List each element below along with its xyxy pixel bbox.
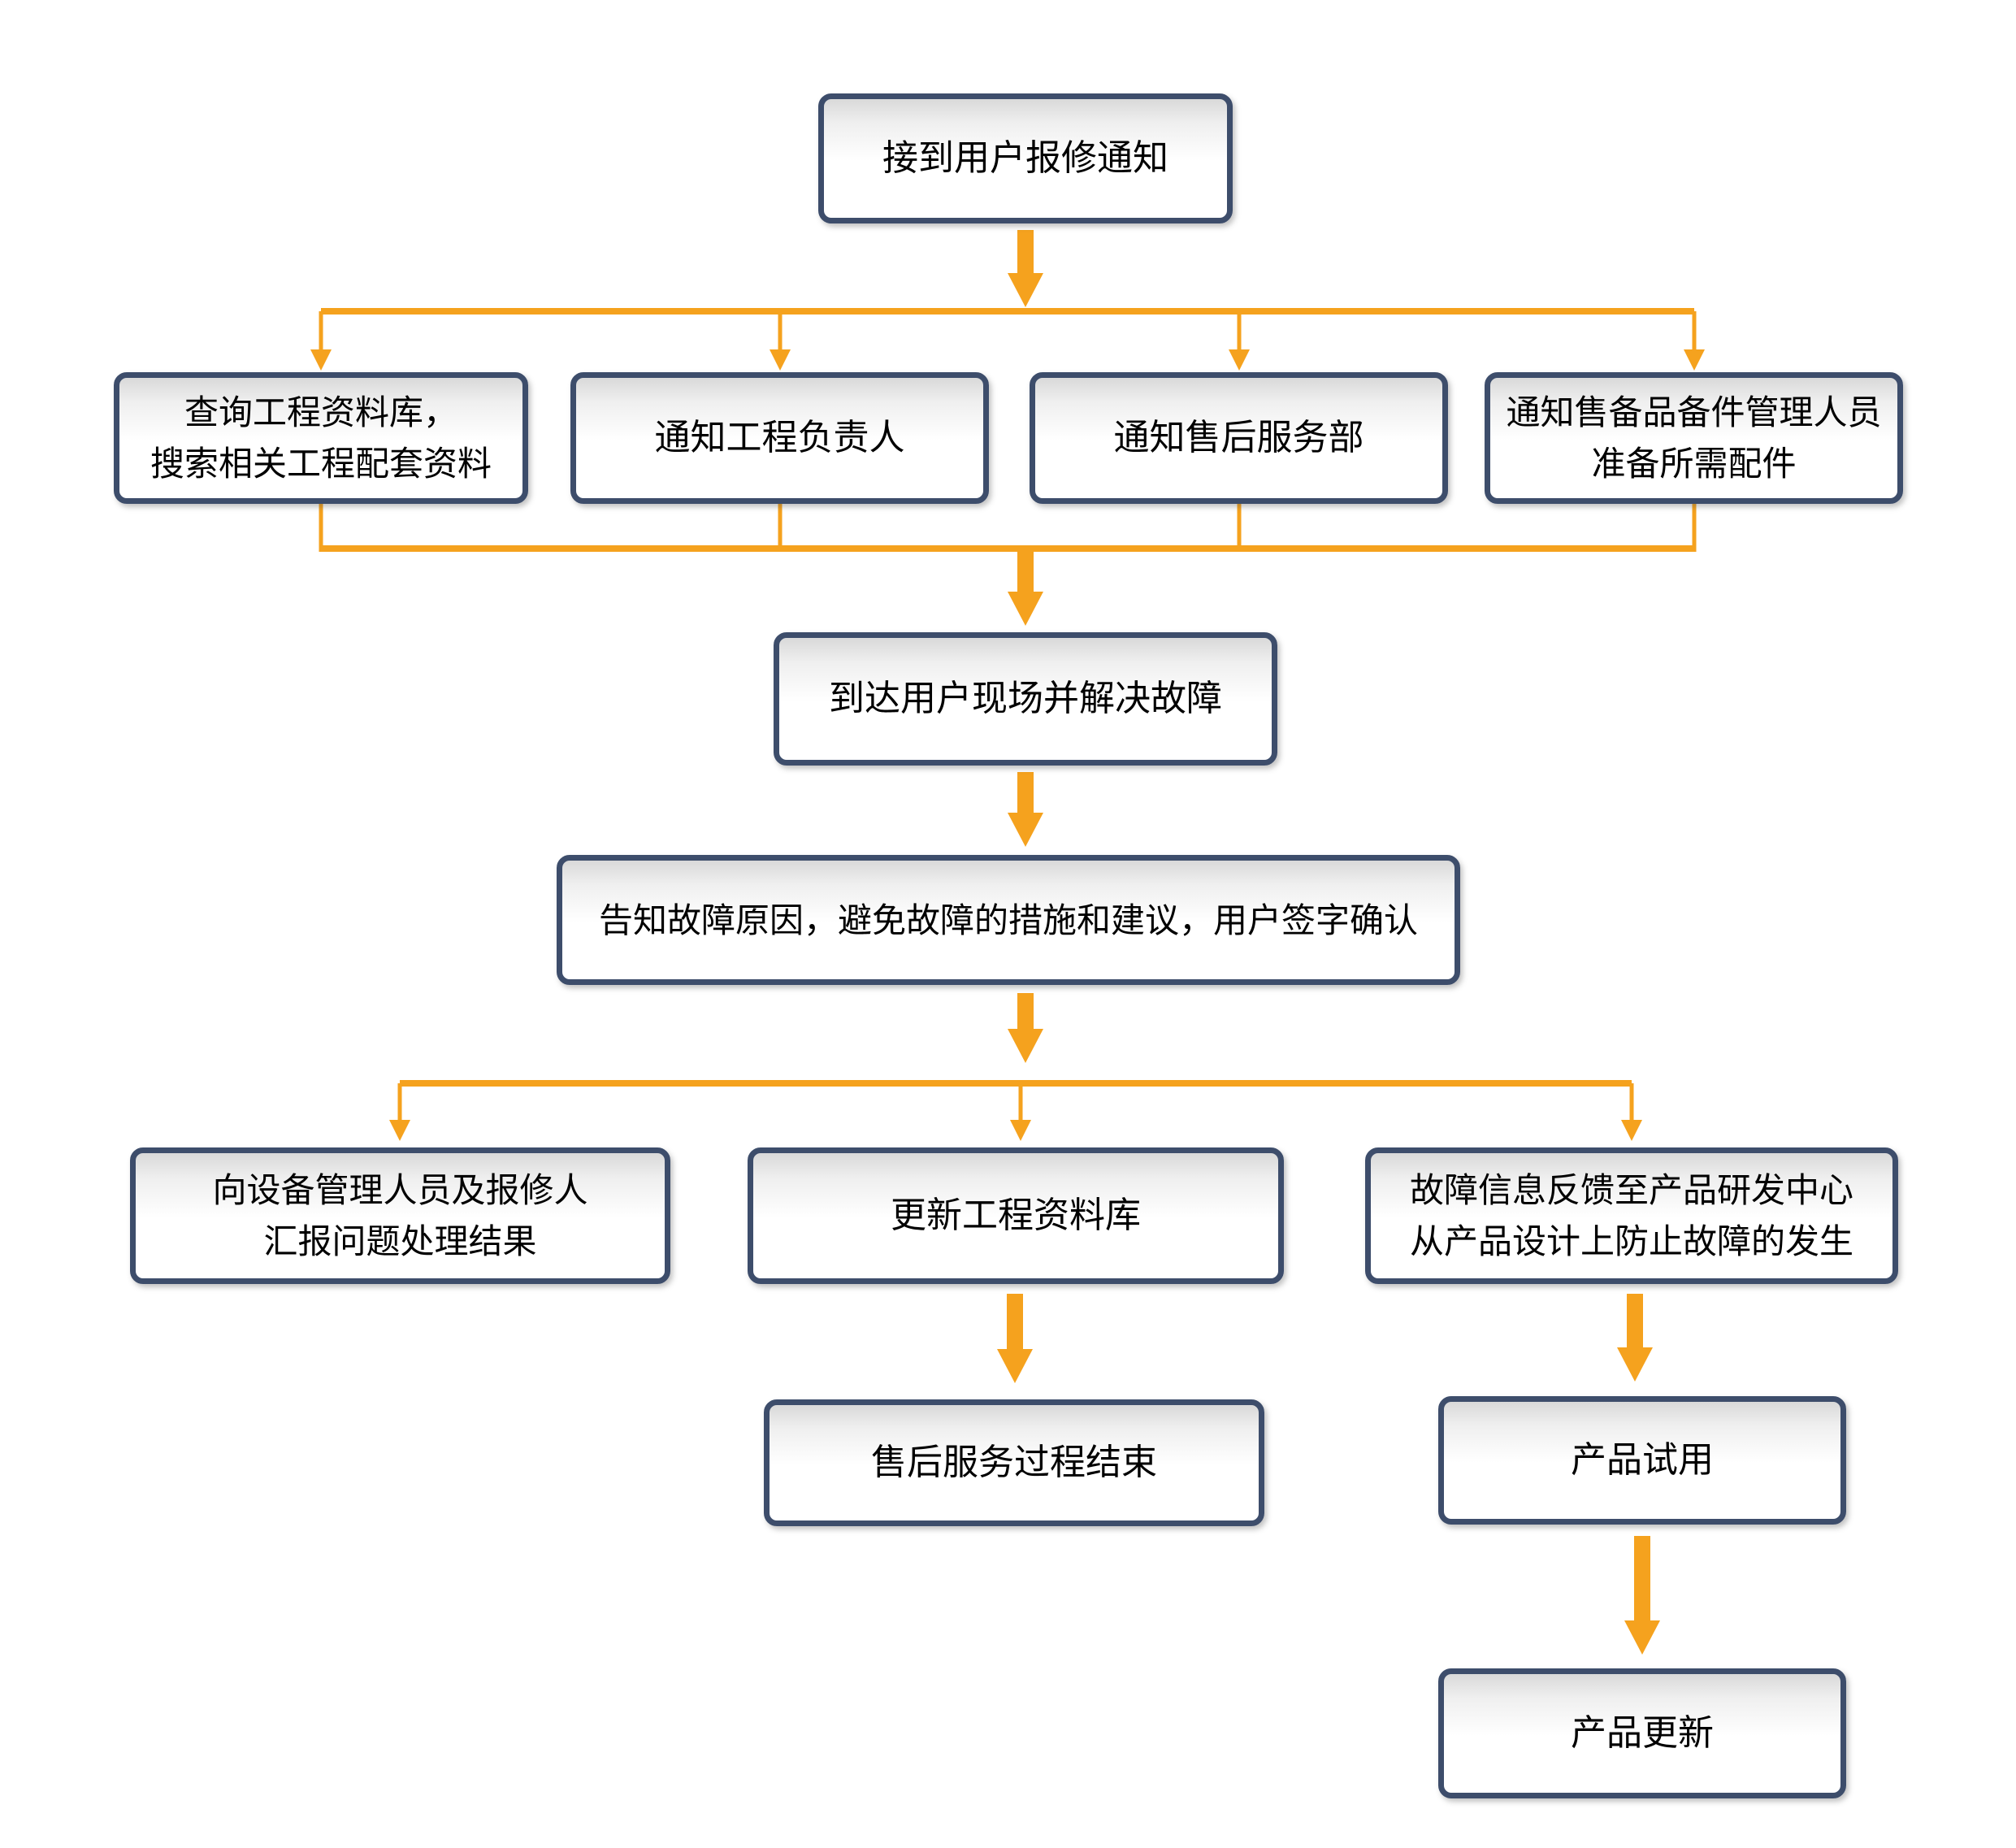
node-notify-spare-parts-manager: 通知售备品备件管理人员 准备所需配件	[1485, 372, 1903, 504]
node-report-handling-result: 向设备管理人员及报修人 汇报问题处理结果	[130, 1147, 670, 1284]
thin-arrow-to-n5a	[389, 1083, 410, 1141]
node-receive-repair-notice-label: 接到用户报修通知	[882, 138, 1168, 178]
node-feedback-to-rd-center: 故障信息反馈至产品研发中心 从产品设计上防止故障的发生	[1365, 1147, 1898, 1284]
node-product-update-label: 产品更新	[1571, 1713, 1714, 1753]
node-receive-repair-notice: 接到用户报修通知	[818, 93, 1233, 223]
node-inform-cause-and-sign: 告知故障原因，避免故障的措施和建议，用户签字确认	[557, 855, 1460, 985]
node-arrive-and-solve-fault: 到达用户现场并解决故障	[774, 632, 1277, 766]
thin-arrow-to-n5c	[1621, 1083, 1642, 1141]
node-report-handling-result-label: 向设备管理人员及报修人 汇报问题处理结果	[212, 1171, 588, 1260]
node-product-trial: 产品试用	[1438, 1396, 1846, 1525]
thin-arrow-to-n2b	[770, 311, 791, 371]
thin-arrow-to-n2d	[1684, 311, 1705, 371]
node-feedback-to-rd-center-label: 故障信息反馈至产品研发中心 从产品设计上防止故障的发生	[1409, 1171, 1853, 1260]
node-inform-cause-and-sign-label: 告知故障原因，避免故障的措施和建议，用户签字确认	[598, 900, 1418, 939]
thick-arrow-n3-n4	[1008, 772, 1043, 847]
node-product-update: 产品更新	[1438, 1668, 1846, 1798]
node-update-project-database: 更新工程资料库	[748, 1147, 1284, 1284]
node-notify-after-sales-dept-label: 通知售后服务部	[1113, 418, 1364, 458]
node-arrive-and-solve-fault-label: 到达用户现场并解决故障	[829, 679, 1222, 718]
node-notify-project-leader: 通知工程负责人	[570, 372, 989, 504]
thick-arrow-to-n3	[1008, 552, 1043, 626]
node-notify-after-sales-dept: 通知售后服务部	[1030, 372, 1448, 504]
thick-arrow-n5b-n6b	[997, 1294, 1033, 1383]
thick-arrow-n5c-n6c	[1617, 1294, 1653, 1382]
thin-arrow-to-n2a	[310, 311, 332, 371]
node-notify-project-leader-label: 通知工程负责人	[654, 418, 905, 458]
thick-arrow-n4-down	[1008, 993, 1043, 1063]
thin-arrow-to-n2c	[1229, 311, 1250, 371]
node-notify-spare-parts-manager-label: 通知售备品备件管理人员 准备所需配件	[1506, 393, 1882, 483]
node-query-project-database-label: 查询工程资料库， 搜索相关工程配套资料	[150, 393, 492, 483]
thick-arrow-n6c-n7c	[1624, 1536, 1660, 1655]
node-service-process-end-label: 售后服务过程结束	[871, 1442, 1157, 1482]
node-query-project-database: 查询工程资料库， 搜索相关工程配套资料	[114, 372, 528, 504]
thick-arrow-n1-down	[1008, 230, 1043, 307]
node-product-trial-label: 产品试用	[1571, 1440, 1714, 1480]
node-service-process-end: 售后服务过程结束	[764, 1399, 1264, 1526]
thin-arrow-to-n5b	[1010, 1083, 1031, 1141]
node-update-project-database-label: 更新工程资料库	[891, 1195, 1141, 1235]
